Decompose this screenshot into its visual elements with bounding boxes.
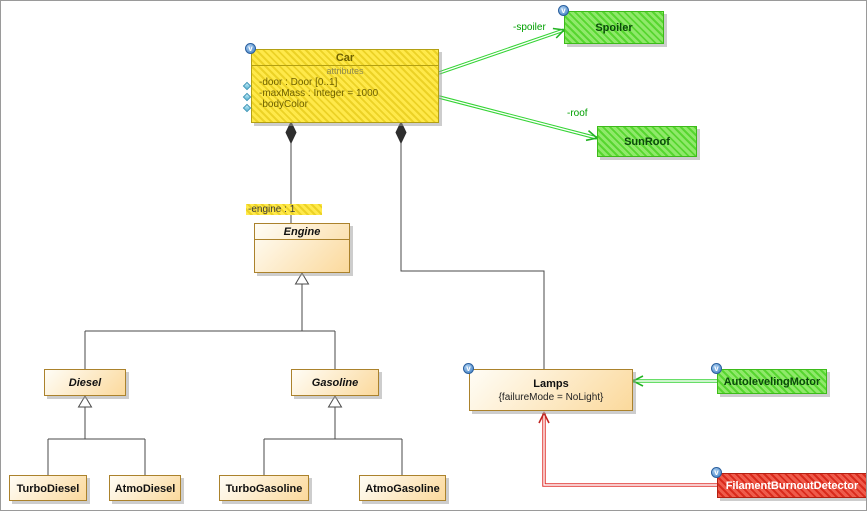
arrowhead [552, 27, 566, 39]
class-engine-name: Engine [283, 226, 321, 238]
association-car-spoiler[interactable] [438, 27, 566, 75]
validation-badge[interactable]: v [711, 467, 722, 478]
class-sunroof-name: SunRoof [624, 136, 670, 148]
class-gasoline[interactable]: Gasoline [291, 369, 379, 396]
class-turbodiesel[interactable]: TurboDiesel [9, 475, 87, 501]
class-autolevelingmotor[interactable]: AutolevelingMotor [717, 369, 827, 394]
attribute-icon [242, 81, 252, 91]
validation-badge[interactable]: v [558, 5, 569, 16]
generalization-engine-tree[interactable] [84, 272, 336, 369]
class-gasoline-name: Gasoline [311, 377, 359, 389]
attributes-compartment-label: attributes [326, 66, 364, 76]
validation-badge[interactable]: v [245, 43, 256, 54]
class-car[interactable]: Car attributes -door : Door [0..1] -maxM… [251, 49, 439, 123]
class-filamentburnoutdetector[interactable]: FilamentBurnoutDetector [717, 473, 866, 498]
class-turbogasoline[interactable]: TurboGasoline [219, 475, 309, 501]
class-turbodiesel-name: TurboDiesel [16, 482, 80, 495]
composition-car-lamps[interactable] [395, 120, 545, 369]
class-spoiler-name: Spoiler [595, 22, 633, 34]
composition-diamond [285, 120, 297, 145]
lamps-constraint: {failureMode = NoLight} [498, 392, 604, 403]
compartment-separator [252, 65, 438, 66]
class-atmodiesel[interactable]: AtmoDiesel [109, 475, 181, 501]
attribute-icon [242, 92, 252, 102]
class-autolevelingmotor-name: AutolevelingMotor [723, 375, 821, 388]
class-diesel[interactable]: Diesel [44, 369, 126, 396]
role-label-roof[interactable]: -roof [567, 108, 588, 119]
class-filamentburnoutdetector-name: FilamentBurnoutDetector [725, 479, 859, 492]
compartment-separator [255, 239, 349, 240]
class-atmogasoline[interactable]: AtmoGasoline [359, 475, 446, 501]
validation-badge[interactable]: v [463, 363, 474, 374]
car-attribute-maxmass: -maxMass : Integer = 1000 [259, 88, 379, 99]
validation-badge[interactable]: v [711, 363, 722, 374]
car-attribute-bodycolor: -bodyColor [259, 99, 308, 110]
generalization-triangle [77, 395, 93, 408]
generalization-triangle [327, 395, 343, 408]
composition-diamond [395, 120, 407, 145]
class-spoiler[interactable]: Spoiler [564, 11, 664, 44]
class-lamps[interactable]: Lamps {failureMode = NoLight} [469, 369, 633, 411]
generalization-gasoline-tree[interactable] [263, 395, 403, 475]
class-engine[interactable]: Engine [254, 223, 350, 273]
arrowhead [585, 129, 599, 142]
association-autolevelingmotor-lamps[interactable] [631, 375, 717, 387]
class-car-name: Car [335, 52, 355, 64]
role-label-spoiler[interactable]: -spoiler [513, 22, 546, 33]
class-atmogasoline-name: AtmoGasoline [365, 482, 440, 495]
car-attribute-door: -door : Door [0..1] [259, 77, 338, 88]
attribute-icon [242, 103, 252, 113]
empty-compartment [255, 240, 349, 268]
generalization-triangle [294, 272, 310, 285]
association-filamentburnoutdetector-lamps[interactable] [538, 411, 717, 487]
role-label-engine[interactable]: -engine : 1 [246, 204, 322, 215]
class-lamps-name: Lamps [533, 378, 569, 390]
arrowhead [631, 375, 644, 387]
class-sunroof[interactable]: SunRoof [597, 126, 697, 157]
class-diesel-name: Diesel [68, 377, 102, 389]
class-atmodiesel-name: AtmoDiesel [114, 482, 176, 495]
class-turbogasoline-name: TurboGasoline [225, 482, 303, 495]
arrowhead [538, 411, 550, 424]
generalization-diesel-tree[interactable] [47, 395, 146, 475]
